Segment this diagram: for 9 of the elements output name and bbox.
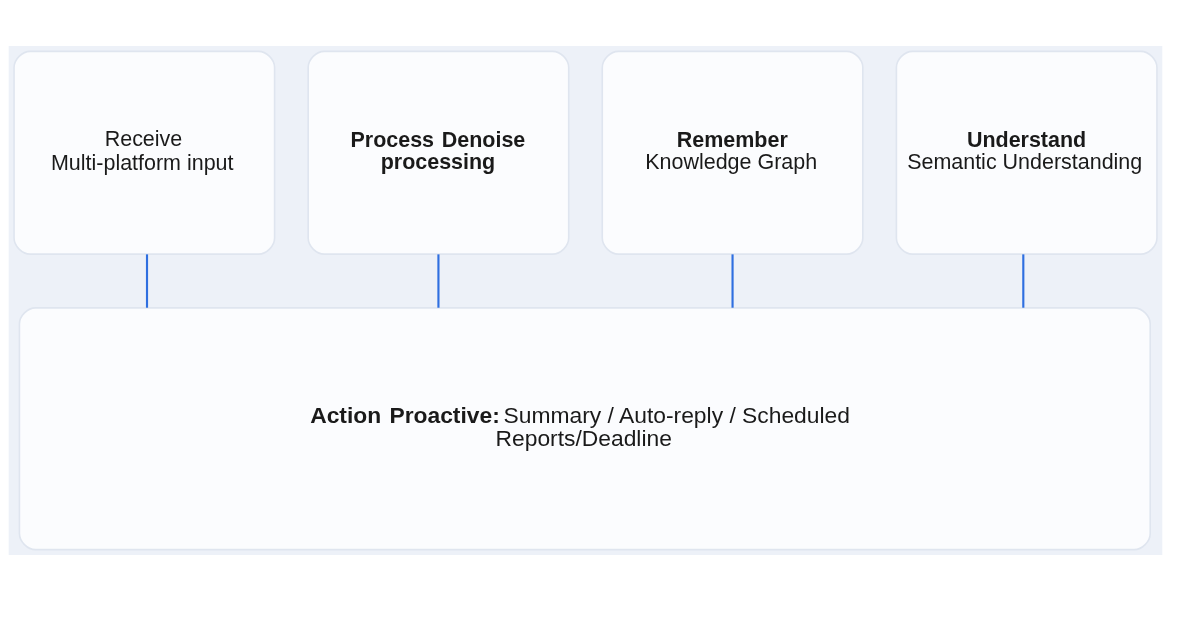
node-box: Remember Knowledge Graph — [601, 50, 864, 255]
node-box: Process Denoise processing — [307, 50, 570, 255]
node-box: Understand Semantic Understanding — [895, 50, 1158, 255]
node-box: Receive Multi-platform input — [13, 50, 276, 255]
connector — [145, 254, 149, 308]
connector — [1022, 254, 1025, 308]
connector — [437, 254, 440, 308]
connector — [731, 254, 734, 308]
node-box: Action Proactive: Summary / Auto-reply / Scheduled Reports/Deadline — [18, 307, 1152, 551]
